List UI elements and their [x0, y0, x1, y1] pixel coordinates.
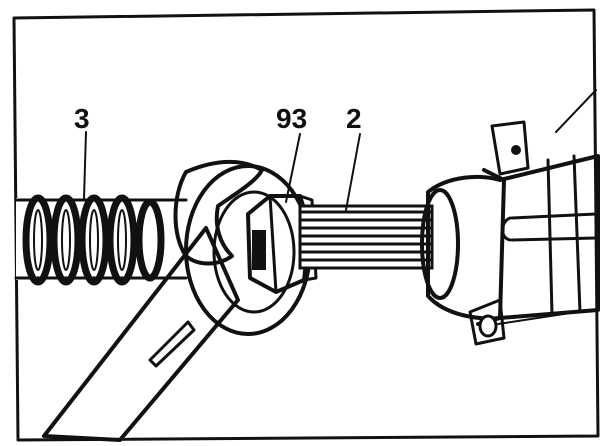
callout-leaders — [83, 131, 361, 211]
housing — [420, 89, 600, 346]
callout-label-splined-shaft: 2 — [346, 103, 362, 134]
splined-shaft — [298, 204, 434, 270]
callout-label-spring: 3 — [74, 103, 90, 134]
illustration-frame — [12, 8, 600, 442]
callout-label-nut: 93 — [276, 103, 307, 134]
coil-spring — [14, 194, 188, 286]
